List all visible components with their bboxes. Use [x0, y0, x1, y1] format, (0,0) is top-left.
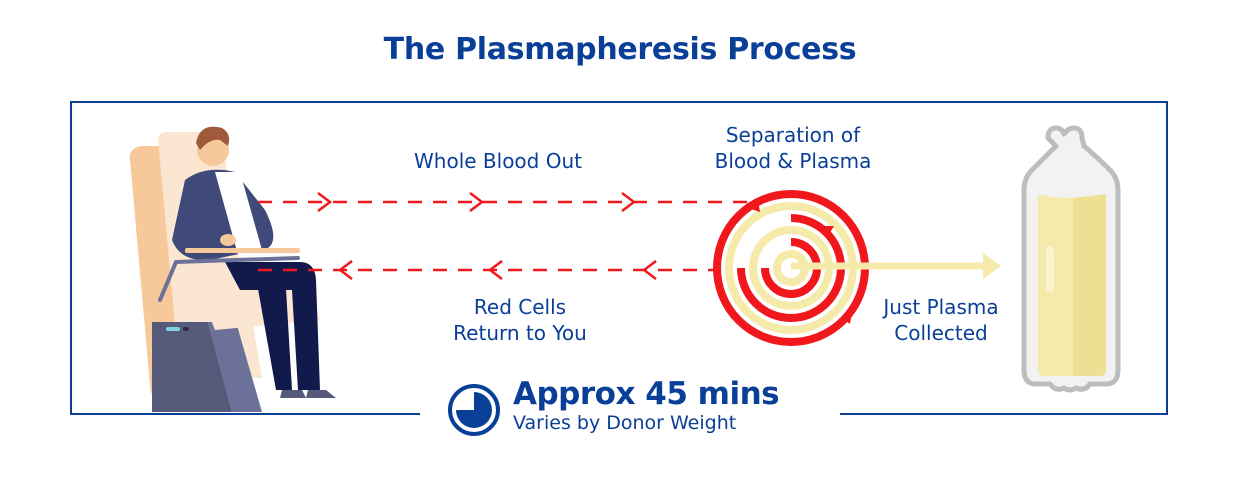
- separation-label-line2: Blood & Plasma: [714, 149, 872, 173]
- red-cells-return-arrow: [258, 260, 716, 280]
- duration-main: Approx 45 mins: [513, 376, 780, 412]
- whole-blood-out-label: Whole Blood Out: [414, 149, 582, 173]
- clock-icon: [448, 384, 500, 436]
- just-plasma-label: Just Plasma Collected: [860, 294, 1022, 346]
- frame-gap: [420, 408, 840, 422]
- separation-label-line1: Separation of: [725, 123, 861, 147]
- plasma-collection-arrow: [791, 253, 1001, 279]
- whole-blood-out-arrow: [258, 192, 752, 212]
- duration-block: Approx 45 mins Varies by Donor Weight: [513, 376, 780, 434]
- duration-sub: Varies by Donor Weight: [513, 412, 737, 434]
- page-title: The Plasmapheresis Process: [383, 32, 857, 67]
- donor-icon: [129, 126, 336, 412]
- red-cells-label-line1: Red Cells: [473, 295, 567, 319]
- just-plasma-label-line1: Just Plasma: [883, 295, 999, 319]
- just-plasma-label-line2: Collected: [894, 321, 988, 345]
- red-cells-label-line2: Return to You: [453, 321, 587, 345]
- plasma-bottle-icon: [1021, 125, 1121, 393]
- separation-label: Separation of Blood & Plasma: [688, 122, 898, 174]
- red-cells-label: Red Cells Return to You: [420, 294, 620, 346]
